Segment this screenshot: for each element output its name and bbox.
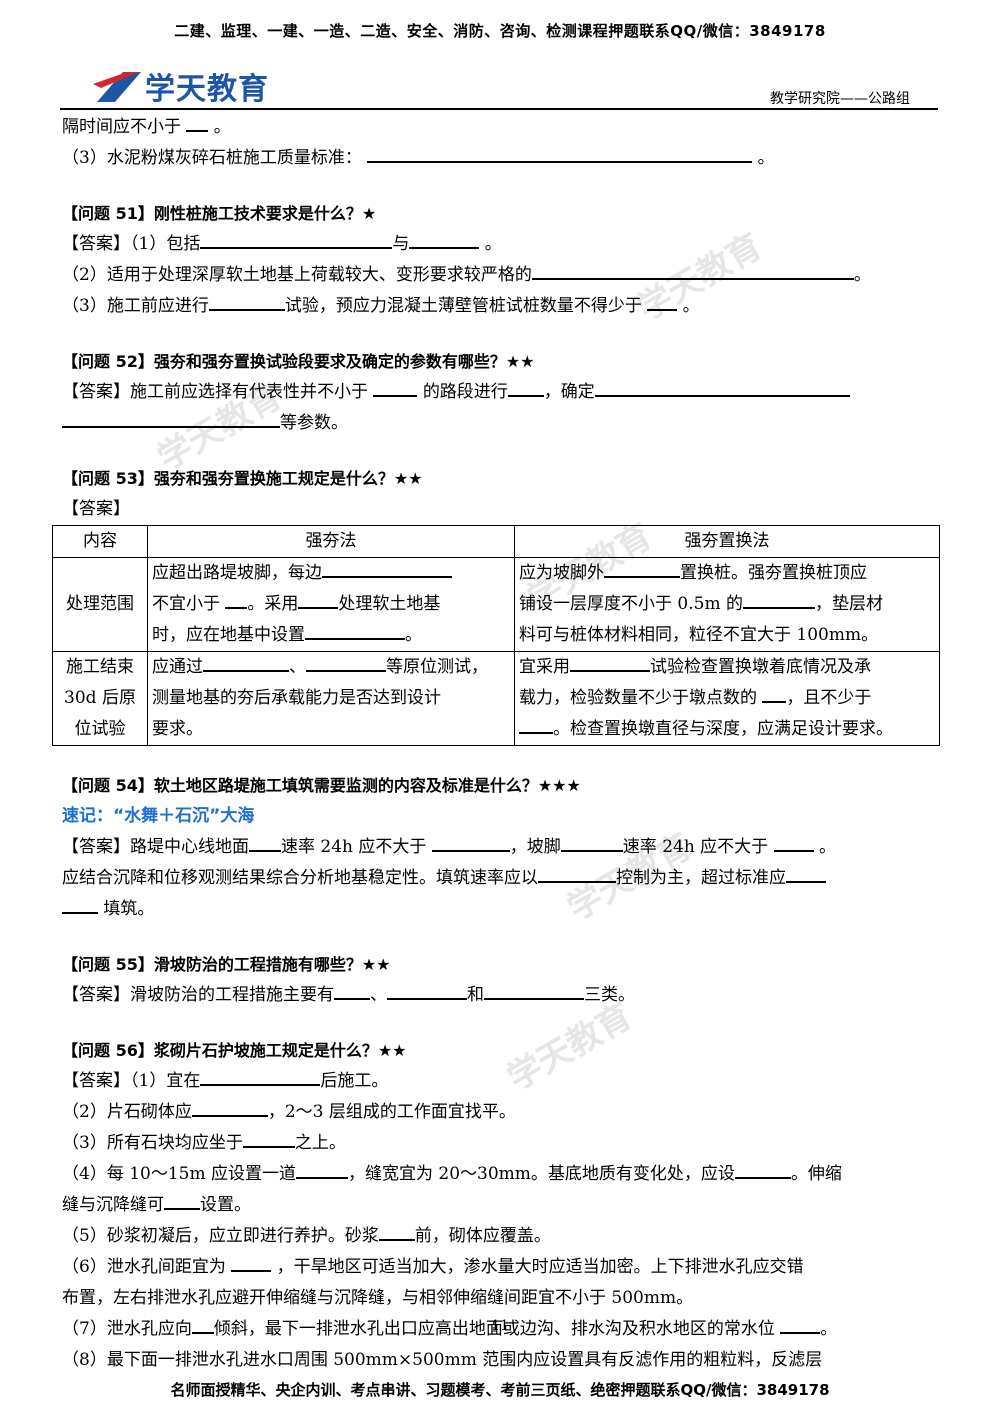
answer-line: （2）适用于处理深厚软土地基上荷载较大、变形要求较严格的。 <box>62 260 940 291</box>
brand-logo: 学天教育 <box>93 66 269 107</box>
answer-line: （3）施工前应进行试验，预应力混凝土薄壁管桩试桩数量不得少于 。 <box>62 291 940 322</box>
answer-line: （2）片石砌体应，2～3 层组成的工作面宜找平。 <box>62 1097 940 1128</box>
top-banner: 二建、监理、一建、一造、二造、安全、消防、咨询、检测课程押题联系QQ/微信：38… <box>174 22 826 40</box>
bottom-banner: 名师面授精华、央企内训、考点串讲、习题模考、考前三页纸、绝密押题联系QQ/微信：… <box>170 1381 830 1399</box>
answer-label: 【答案】 <box>62 499 130 519</box>
question-53-title: 【问题 53】强夯和强夯置换施工规定是什么？★★ <box>62 469 423 488</box>
table-header: 内容 <box>52 525 148 558</box>
answer-line: （3）所有石块均应坐于之上。 <box>62 1128 940 1159</box>
question-51-title: 【问题 51】刚性桩施工技术要求是什么？★ <box>62 204 377 223</box>
table-header-row: 内容 强夯法 强夯置换法 <box>52 525 940 558</box>
answer-line: （6）泄水孔间距宜为 ，干旱地区可适当加大，渗水量大时应适当加密。上下排泄水孔应… <box>62 1252 940 1283</box>
answer-line: 缝与沉降缝可设置。 <box>62 1190 940 1221</box>
answer-line: 【答案】路堤中心线地面速率 24h 应不大于 ，坡脚速率 24h 应不大于 。 <box>62 832 940 863</box>
answer-line: （5）砂浆初凝后，应立即进行养护。砂浆前，砌体应覆盖。 <box>62 1221 940 1252</box>
answer-line: 等参数。 <box>62 408 940 439</box>
answer-line: 布置，左右排泄水孔应避开伸缩缝与沉降缝，与相邻伸缩缝间距宜不小于 500mm。 <box>62 1288 694 1308</box>
answer-line: （4）每 10～15m 应设置一道，缝宽宜为 20～30mm。基底地质有变化处，… <box>62 1159 940 1190</box>
question-54-title: 【问题 54】软土地区路堤施工填筑需要监测的内容及标准是什么？★★★ <box>62 776 581 795</box>
table-row: 处理范围 应超出路堤坡脚，每边 不宜小于 。采用处理软土地基 时，应在地基中设置… <box>52 557 940 652</box>
document-body: 隔时间应不小于 。 （3）水泥粉煤灰碎石桩施工质量标准： 。 【问题 51】刚性… <box>52 112 940 1376</box>
table-header: 强夯法 <box>147 525 515 558</box>
memo-line: 速记：“水舞＋石沉”大海 <box>62 806 255 826</box>
text-line: 隔时间应不小于 。 <box>62 112 940 143</box>
question-55-title: 【问题 55】滑坡防治的工程措施有哪些？★★ <box>62 955 391 974</box>
text-line: （3）水泥粉煤灰碎石桩施工质量标准： 。 <box>62 143 940 174</box>
page-number: 11 <box>491 1318 509 1334</box>
answer-line: 应结合沉降和位移观测结果综合分析地基稳定性。填筑速率应以控制为主，超过标准应 <box>62 863 940 894</box>
department-label: 教学研究院——公路组 <box>770 91 910 107</box>
rules-table: 内容 强夯法 强夯置换法 处理范围 应超出路堤坡脚，每边 不宜小于 。采用处理软… <box>52 525 940 746</box>
header-divider <box>60 108 938 110</box>
logo-mark-icon <box>93 72 141 102</box>
table-cell: 处理范围 <box>52 557 148 652</box>
answer-line: 【答案】（1）包括与 。 <box>62 229 940 260</box>
answer-line: 【答案】滑坡防治的工程措施主要有、和三类。 <box>62 980 940 1011</box>
table-cell: 应超出路堤坡脚，每边 不宜小于 。采用处理软土地基 时，应在地基中设置。 <box>147 557 515 652</box>
answer-line: （7）泄水孔应向倾斜，最下一排泄水孔出口应高出地面或边沟、排水沟及积水地区的常水… <box>62 1314 940 1345</box>
answer-line: （8）最下面一排泄水孔进水口周围 500mm×500mm 范围内应设置具有反滤作… <box>62 1350 823 1370</box>
answer-line: 【答案】（1）宜在后施工。 <box>62 1066 940 1097</box>
table-cell: 应为坡脚外置换桩。强夯置换桩顶应 铺设一层厚度不小于 0.5m 的，垫层材 料可… <box>514 557 940 652</box>
table-cell: 宜采用试验检查置换墩着底情况及承 载力，检验数量不少于墩点数的 ，且不少于 。检… <box>514 651 940 746</box>
question-56-title: 【问题 56】浆砌片石护坡施工规定是什么？★★ <box>62 1041 407 1060</box>
logo-text: 学天教育 <box>145 72 269 107</box>
table-header: 强夯置换法 <box>514 525 940 558</box>
answer-line: 填筑。 <box>62 894 940 925</box>
table-cell: 应通过、等原位测试， 测量地基的夯后承载能力是否达到设计 要求。 <box>147 651 515 746</box>
answer-line: 【答案】施工前应选择有代表性并不小于 的路段进行，确定 <box>62 377 940 408</box>
question-52-title: 【问题 52】强夯和强夯置换试验段要求及确定的参数有哪些？★★ <box>62 352 535 371</box>
